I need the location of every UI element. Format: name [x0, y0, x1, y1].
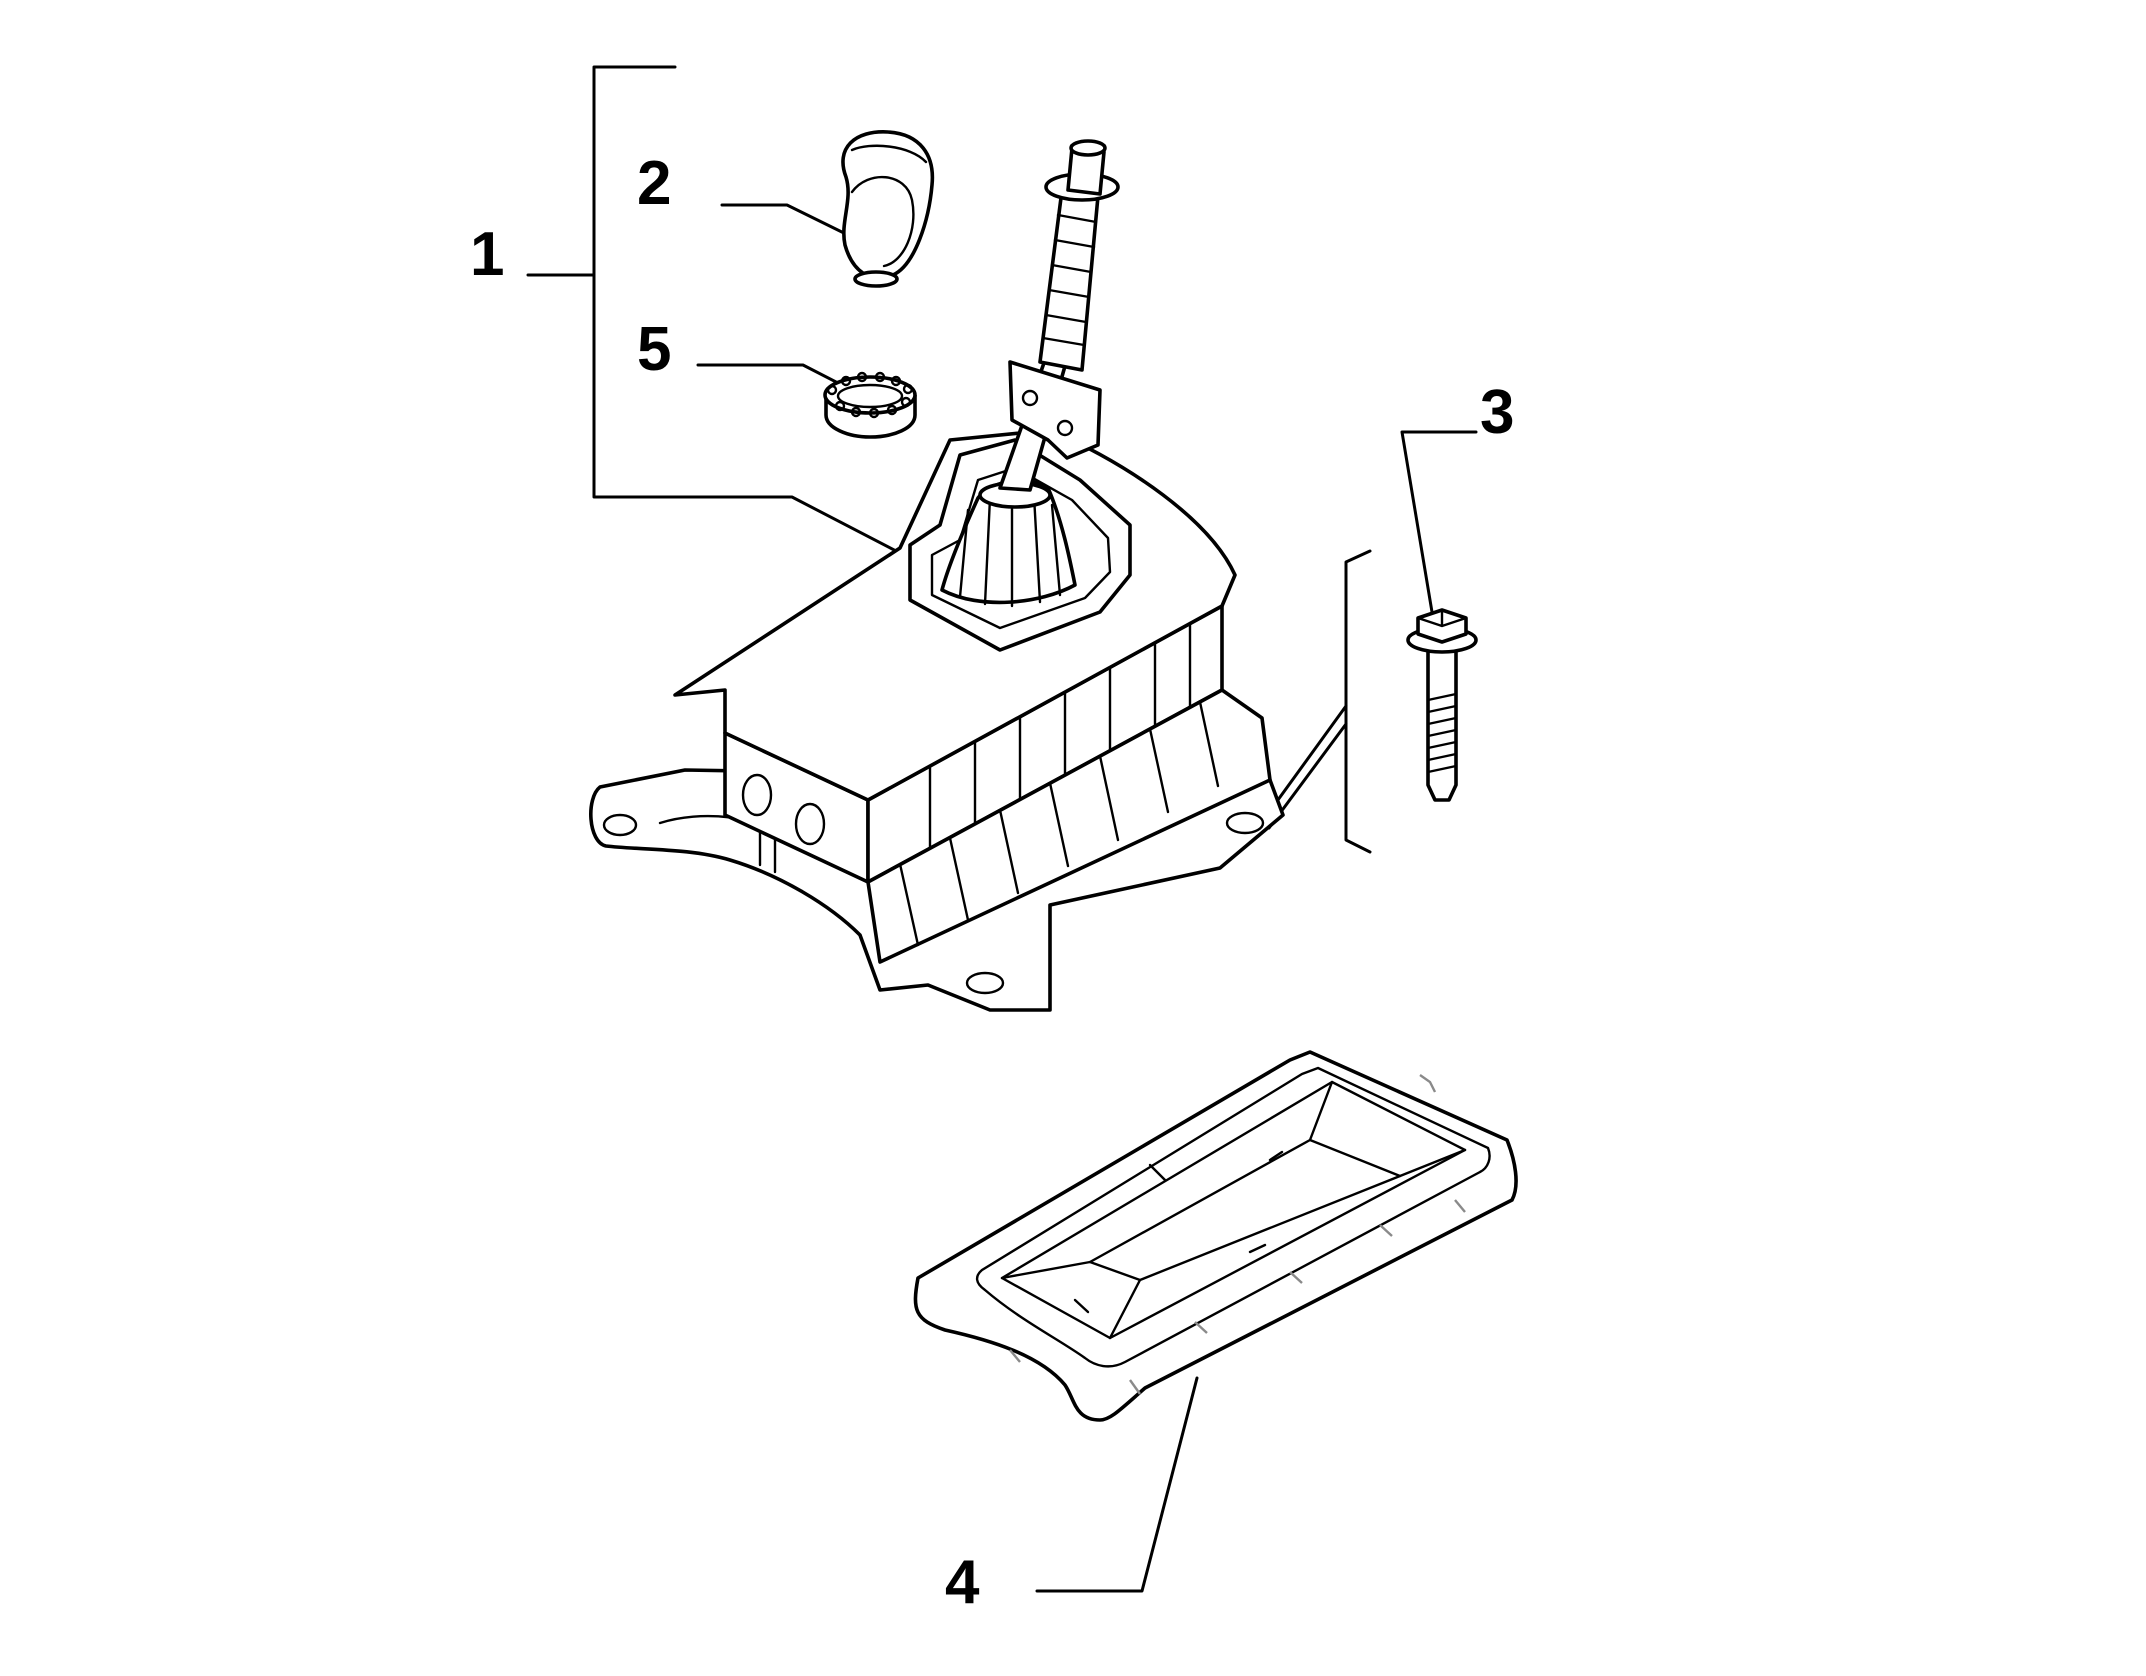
bracket-1 [526, 65, 900, 554]
leader-line-5 [696, 363, 842, 386]
flange-bolt-icon[interactable] [1406, 608, 1478, 802]
knurled-ring-icon[interactable] [823, 371, 917, 439]
callout-label-4[interactable]: 4 [945, 1548, 980, 1617]
callout-label-3[interactable]: 3 [1480, 378, 1514, 447]
callout-label-5[interactable]: 5 [637, 315, 671, 384]
trim-cover-icon[interactable] [913, 1050, 1518, 1422]
leader-line-4 [1035, 1376, 1199, 1593]
callout-label-1[interactable]: 1 [470, 220, 504, 289]
leader-line-2 [720, 203, 852, 238]
gear-knob-icon[interactable] [841, 130, 935, 288]
gear-shift-assembly-icon[interactable] [589, 139, 1285, 1012]
leader-line-3 [1400, 430, 1478, 614]
callout-label-2[interactable]: 2 [637, 149, 671, 218]
